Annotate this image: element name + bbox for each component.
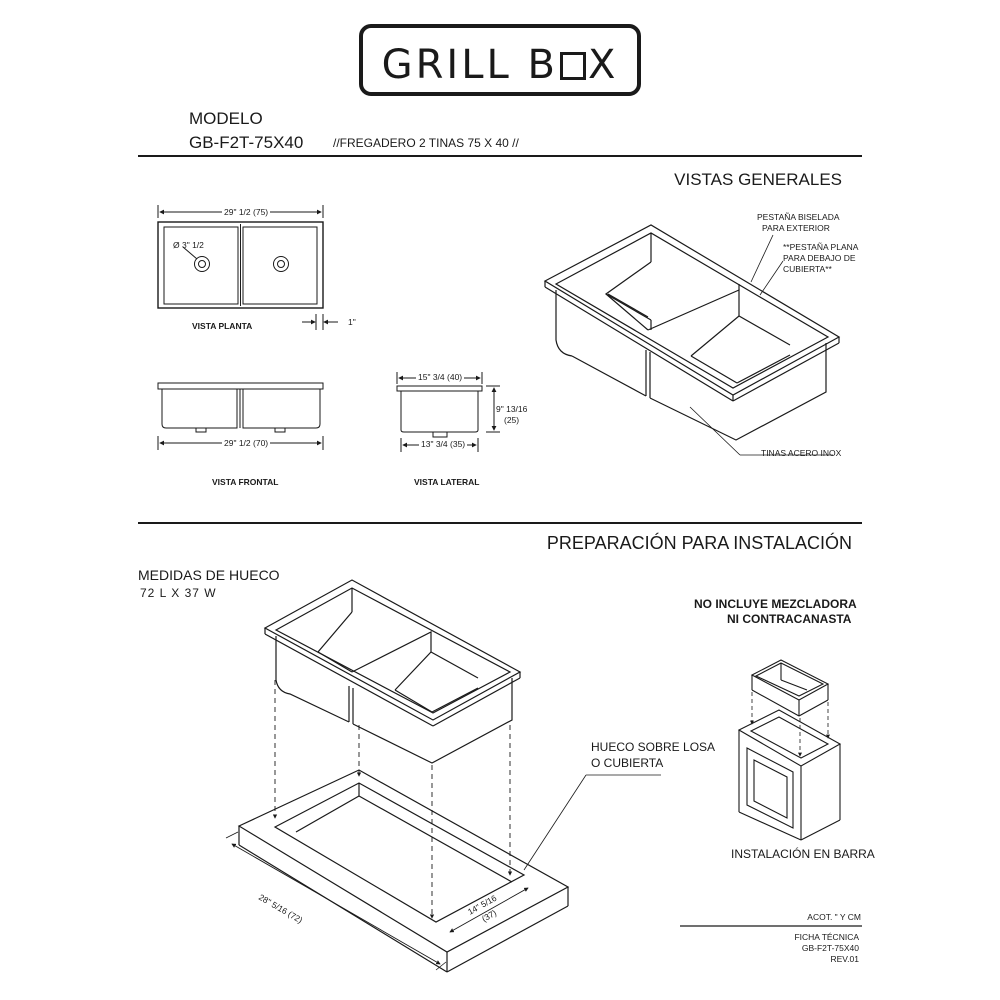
plan-flange-dim: 1" xyxy=(348,317,356,327)
side-height-dim-2: (25) xyxy=(504,415,520,425)
note-flat-1: **PESTAÑA PLANA xyxy=(783,242,859,252)
counter-slab xyxy=(237,769,570,973)
cutout-title: MEDIDAS DE HUECO xyxy=(138,567,280,583)
plan-drain-dim: Ø 3" 1/2 xyxy=(173,240,204,250)
note-beveled-1: PESTAÑA BISELADA xyxy=(757,212,840,222)
units-note: ACOT. " Y CM xyxy=(807,912,861,922)
isometric-sink xyxy=(543,224,841,441)
not-included-1: NO INCLUYE MEZCLADORA xyxy=(694,597,857,611)
installation-title: PREPARACIÓN PARA INSTALACIÓN xyxy=(546,533,852,553)
sheet-line-2: GB-F2T-75X40 xyxy=(801,943,859,953)
bar-installation xyxy=(737,659,842,841)
front-view-label: VISTA FRONTAL xyxy=(212,477,279,487)
plan-view-label: VISTA PLANTA xyxy=(192,321,253,331)
sheet-line-1: FICHA TÉCNICA xyxy=(794,932,859,942)
model-label: MODELO xyxy=(189,109,263,128)
installation-sink xyxy=(263,579,522,764)
cutout-note-1: HUECO SOBRE LOSA xyxy=(591,740,716,754)
not-included-2: NI CONTRACANASTA xyxy=(727,612,852,626)
model-description: //FREGADERO 2 TINAS 75 X 40 // xyxy=(333,136,519,150)
plan-width-dim: 29" 1/2 (75) xyxy=(222,207,271,217)
bar-installation-label: INSTALACIÓN EN BARRA xyxy=(731,847,875,861)
side-top-dim: 15" 3/4 (40) xyxy=(416,372,465,382)
note-flat-3: CUBIERTA** xyxy=(783,264,832,274)
installation-divider xyxy=(138,522,862,524)
sheet-line-3: REV.01 xyxy=(830,954,859,964)
plan-view xyxy=(157,205,338,330)
note-material: TINAS ACERO INOX xyxy=(761,448,842,458)
note-flat-2: PARA DEBAJO DE xyxy=(783,253,856,263)
front-width-dim: 29" 1/2 (70) xyxy=(222,438,271,448)
header-divider xyxy=(138,155,862,157)
general-views-title: VISTAS GENERALES xyxy=(674,170,842,189)
cutout-dims: 72 L X 37 W xyxy=(140,586,217,600)
logo-o-square xyxy=(559,52,586,80)
note-beveled-2: PARA EXTERIOR xyxy=(762,223,830,233)
model-code: GB-F2T-75X40 xyxy=(189,133,304,152)
side-view-label: VISTA LATERAL xyxy=(414,477,480,487)
cutout-note-2: O CUBIERTA xyxy=(591,756,664,770)
projection-lines xyxy=(272,680,513,919)
side-height-dim-1: 9" 13/16 xyxy=(496,404,528,414)
side-bottom-dim: 13" 3/4 (35) xyxy=(419,439,468,449)
